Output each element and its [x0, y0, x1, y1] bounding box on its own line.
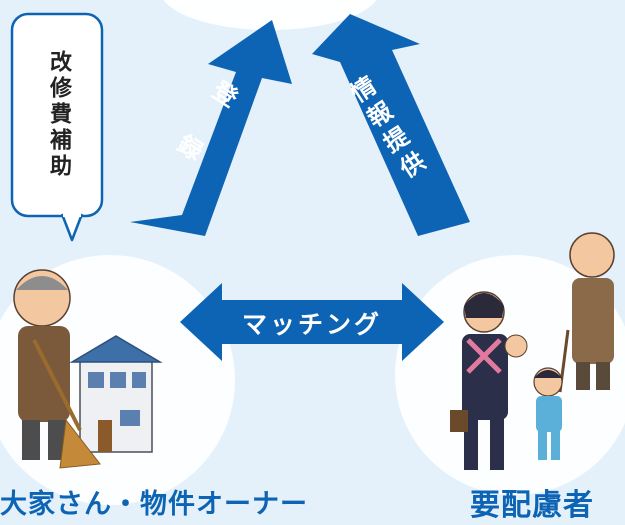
register-arrow [130, 20, 292, 236]
speech-bubble-text: 改修費補助 [46, 50, 71, 180]
needy-illustration [450, 232, 615, 470]
owner-label: 大家さん・物件オーナー [0, 489, 308, 520]
info-provision-arrow [312, 14, 470, 236]
needy-label: 要配慮者 [470, 488, 594, 523]
speech-bubble [10, 12, 104, 242]
matching-arrow [180, 283, 444, 361]
owner-illustration [13, 269, 163, 469]
top-hub-glow [163, 0, 377, 30]
needy-glow [395, 255, 625, 495]
matching-arrow-label: マッチング [241, 310, 382, 339]
